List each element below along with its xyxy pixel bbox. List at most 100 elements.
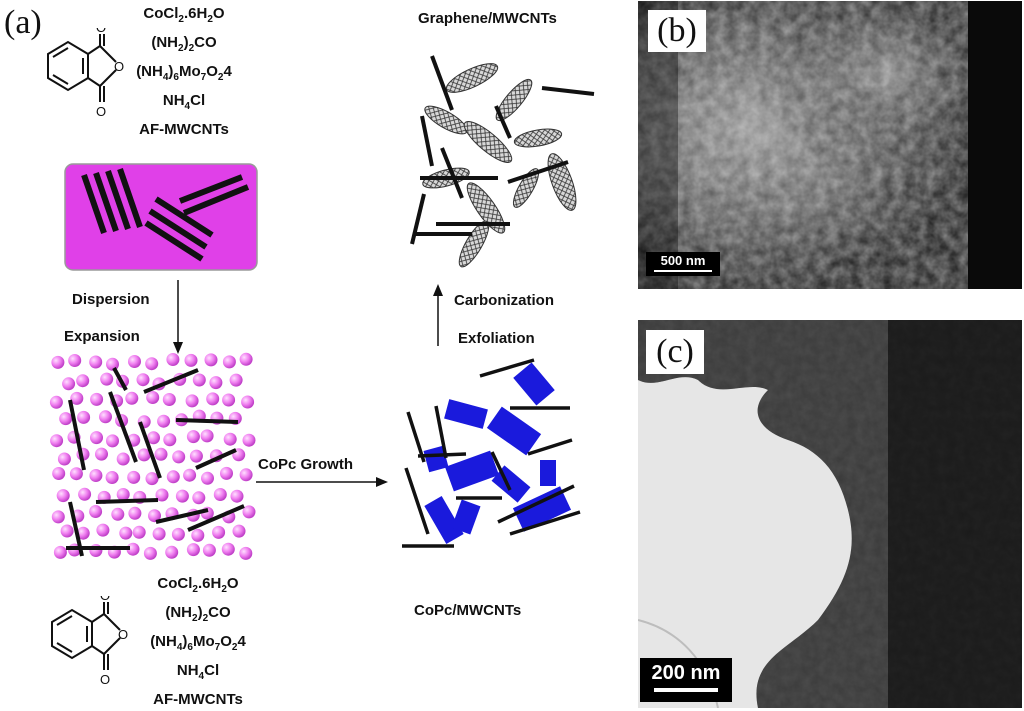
step-exfoliation-label: Exfoliation xyxy=(458,330,535,347)
precursor-sphere xyxy=(119,526,133,540)
precursor-sphere xyxy=(147,431,160,445)
precursor-sphere xyxy=(201,471,214,485)
precursor-sphere xyxy=(127,470,141,484)
precursor-sphere xyxy=(163,433,177,447)
precursor-sphere xyxy=(99,410,112,424)
reagent-item: NH4Cl xyxy=(176,662,220,682)
panel-c-label: (c) xyxy=(646,330,704,374)
precursor-sphere xyxy=(57,452,71,466)
dispersed-mwcnt-box xyxy=(64,163,258,271)
reagent-item: NH4Cl xyxy=(162,92,206,112)
precursor-sphere xyxy=(222,355,236,369)
precursor-sphere xyxy=(96,523,110,537)
precursor-sphere xyxy=(152,527,166,541)
precursor-sphere xyxy=(53,545,67,559)
product-top-label: Graphene/MWCNTs xyxy=(418,10,557,27)
precursor-sphere xyxy=(132,525,146,539)
precursor-sphere xyxy=(60,524,74,538)
step-expansion-label: Expansion xyxy=(64,328,140,345)
precursor-sphere xyxy=(183,468,197,482)
precursor-sphere xyxy=(95,447,108,461)
scale-bar-b-line xyxy=(654,270,712,272)
precursor-sphere xyxy=(116,452,130,466)
copc-mwcnt-composite xyxy=(402,358,581,548)
precursor-sphere xyxy=(202,543,216,557)
reagent-item: CoCl2.6H2O xyxy=(157,575,239,595)
precursor-sphere xyxy=(220,466,233,480)
precursor-sphere xyxy=(192,373,206,387)
precursor-sphere xyxy=(206,392,220,406)
precursor-sphere xyxy=(232,524,246,538)
precursor-sphere xyxy=(125,391,139,405)
precursor-sphere xyxy=(239,468,253,482)
precursor-sphere xyxy=(78,487,92,501)
precursor-sphere xyxy=(212,525,226,539)
reagent-item: CoCl2.6H2O xyxy=(143,5,225,25)
precursor-sphere xyxy=(62,377,76,391)
phthalic-anhydride-structure-bottom: O O O xyxy=(51,596,128,687)
reagent-item: AF-MWCNTs xyxy=(153,691,243,708)
precursor-sphere xyxy=(200,429,214,443)
precursor-sphere xyxy=(229,373,243,387)
precursor-sphere xyxy=(222,393,236,407)
phthalic-anhydride-structure-top: O O O xyxy=(47,28,124,119)
precursor-sphere xyxy=(59,412,73,426)
panel-a-label: (a) xyxy=(4,4,42,41)
arrow-right xyxy=(256,477,388,487)
precursor-sphere xyxy=(77,410,91,424)
precursor-sphere xyxy=(186,430,200,444)
arrow-up xyxy=(433,284,443,346)
precursor-sphere xyxy=(221,542,235,556)
precursor-sphere xyxy=(89,469,103,482)
precursor-sphere xyxy=(70,391,84,405)
precursor-sphere xyxy=(89,355,103,369)
precursor-sphere xyxy=(166,470,180,484)
precursor-sphere xyxy=(143,546,157,560)
precursor-sphere xyxy=(166,353,180,366)
precursor-sphere xyxy=(239,546,253,560)
reagent-item: (NH4)6Mo7O24 xyxy=(150,633,246,653)
precursor-sphere xyxy=(106,434,119,448)
precursor-sphere xyxy=(50,434,64,448)
step-growth-label: CoPc Growth xyxy=(258,456,354,473)
precursor-sphere xyxy=(186,543,200,557)
precursor-sphere xyxy=(89,505,103,518)
precursor-sphere xyxy=(239,352,253,366)
precursor-sphere xyxy=(76,374,90,388)
reagent-item: (NH2)2CO xyxy=(165,604,231,624)
precursor-sphere xyxy=(116,488,130,501)
step-carbonization-label: Carbonization xyxy=(454,292,554,309)
precursor-sphere xyxy=(185,394,199,408)
svg-text:O: O xyxy=(118,627,128,642)
scale-bar-c-line xyxy=(654,688,718,692)
panel-b-label: (b) xyxy=(648,10,706,52)
precursor-sphere xyxy=(126,542,140,556)
precursor-sphere xyxy=(209,376,223,390)
step-dispersion-label: Dispersion xyxy=(72,291,150,308)
reagent-item: AF-MWCNTs xyxy=(139,121,229,138)
precursor-sphere xyxy=(175,489,189,503)
precursor-sphere xyxy=(230,489,244,503)
precursor-sphere xyxy=(204,353,218,367)
precursor-sphere xyxy=(184,353,198,367)
precursor-sphere xyxy=(154,447,168,461)
scale-bar-c: 200 nm xyxy=(640,658,732,702)
reagent-item: (NH4)6Mo7O24 xyxy=(136,63,232,83)
precursor-sphere xyxy=(165,545,179,559)
precursor-sphere xyxy=(137,448,151,462)
precursor-sphere xyxy=(49,395,63,409)
precursor-sphere xyxy=(51,510,65,524)
precursor-sphere xyxy=(146,391,160,404)
expanded-precursor-spheres xyxy=(49,352,256,560)
precursor-sphere xyxy=(148,509,161,523)
precursor-sphere xyxy=(171,527,185,541)
precursor-sphere xyxy=(241,395,255,409)
precursor-sphere xyxy=(136,373,150,387)
precursor-sphere xyxy=(172,450,186,464)
scale-bar-c-label: 200 nm xyxy=(651,662,721,684)
scale-bar-b: 500 nm xyxy=(646,252,720,276)
precursor-sphere xyxy=(145,357,159,371)
precursor-sphere xyxy=(191,528,205,542)
product-bottom-label: CoPc/MWCNTs xyxy=(414,602,522,619)
precursor-sphere xyxy=(242,433,256,447)
